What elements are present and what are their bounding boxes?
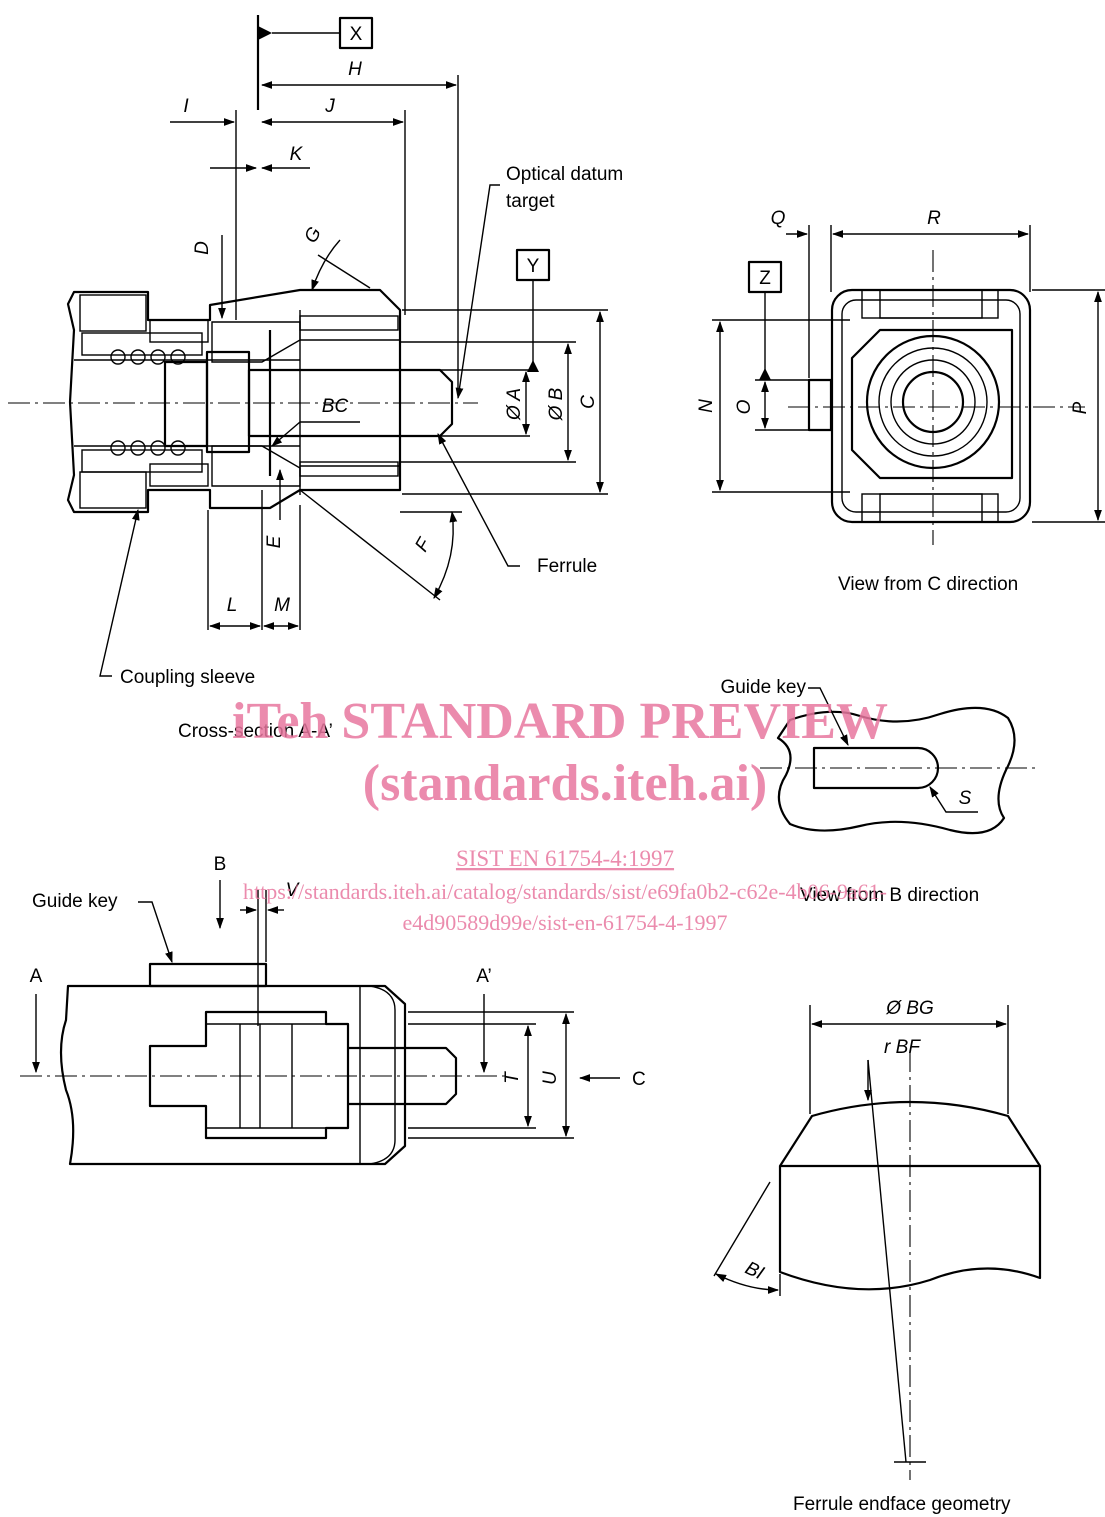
dim-a: Ø A <box>504 388 525 421</box>
dim-g: G <box>300 224 326 247</box>
sleeve-hatch-upper <box>149 319 209 343</box>
side-view-body <box>148 1010 350 1140</box>
inner-hatch-lower <box>81 449 203 473</box>
inner-hatch-upper <box>81 332 203 356</box>
dim-j: J <box>324 96 335 117</box>
spring-coils <box>110 349 186 456</box>
view-b-outline <box>776 706 1016 835</box>
dim-bg: Ø BG <box>885 998 934 1019</box>
dim-e: E <box>264 535 285 548</box>
dim-r: R <box>927 208 941 229</box>
callout-ferrule: Ferrule <box>537 556 597 577</box>
title-view-b: View from B direction <box>800 885 979 906</box>
dim-m: M <box>274 595 290 616</box>
dim-p: P <box>1070 401 1091 414</box>
coupling-sleeve-outline <box>66 288 402 514</box>
dim-bi: BI <box>742 1258 768 1285</box>
dim-o: O <box>734 399 755 414</box>
view-c-ring-outer <box>865 334 1001 470</box>
ferrule-endface-view: Ø BG r BF BI Ferrule endface geometry <box>713 998 1042 1515</box>
front-hatch-lower <box>299 461 399 477</box>
dim-b: Ø B <box>546 387 567 421</box>
datum-z-label: Z <box>759 268 771 289</box>
cross-section-view: X H I J K D G Optical datum target Y <box>8 15 623 742</box>
side-view: A A’ B C Guide key V T U <box>20 854 646 1166</box>
front-hatch-upper <box>299 315 399 331</box>
dim-f: F <box>411 534 436 556</box>
datum-x-label: X <box>350 24 363 45</box>
watermark: iTeh STANDARD PREVIEW (standards.iteh.ai… <box>232 693 888 935</box>
section-mark-a-prime: A’ <box>476 966 491 987</box>
section-mark-a: A <box>30 966 43 987</box>
callout-optical-datum: Optical datum <box>506 164 623 185</box>
section-mark-b: B <box>214 854 227 875</box>
housing-hatch-lower <box>79 471 147 509</box>
dim-n: N <box>696 399 717 413</box>
dim-s: S <box>959 788 972 809</box>
view-from-c: Q R Z N O P View from C direction <box>696 208 1105 595</box>
title-cross-section: Cross-section A-A’ <box>178 721 333 742</box>
datum-frame-x <box>338 16 374 50</box>
dim-v: V <box>286 880 301 901</box>
ferrule-endface-outline <box>778 1100 1042 1291</box>
side-view-outline <box>59 984 407 1166</box>
section-mark-c: C <box>632 1069 646 1090</box>
title-ferrule-endface: Ferrule endface geometry <box>793 1494 1011 1515</box>
datum-y-label: Y <box>527 256 540 277</box>
ferrule-flange <box>205 350 251 454</box>
watermark-url-line2[interactable]: e4d90589d99e/sist-en-61754-4-1997 <box>402 910 727 935</box>
dim-i: I <box>183 96 189 117</box>
housing-hatch-upper <box>79 294 147 332</box>
dim-l: L <box>227 595 238 616</box>
dim-u: U <box>540 1071 561 1085</box>
title-view-c: View from C direction <box>838 574 1018 595</box>
watermark-subtitle: (standards.iteh.ai) <box>363 755 767 812</box>
view-from-b: Guide key S View from B direction <box>720 677 1038 906</box>
watermark-doc-id[interactable]: SIST EN 61754-4:1997 <box>456 846 674 871</box>
view-b-guide-slot <box>812 746 940 790</box>
dim-h: H <box>348 59 362 80</box>
dim-k: K <box>290 144 304 165</box>
callout-guide-key-view-b: Guide key <box>720 677 806 698</box>
watermark-title: iTeh STANDARD PREVIEW <box>232 693 888 750</box>
dim-t: T <box>502 1071 523 1084</box>
view-c-guide-key <box>807 378 833 432</box>
dim-d: D <box>192 241 213 255</box>
view-c-outer-housing <box>830 288 1032 524</box>
view-c-inner-square <box>850 328 1014 480</box>
callout-optical-datum-target: target <box>506 191 555 212</box>
callout-coupling-sleeve: Coupling sleeve <box>120 667 255 688</box>
callout-guide-key-side: Guide key <box>32 891 118 912</box>
watermark-url-line1[interactable]: https://standards.iteh.ai/catalog/standa… <box>243 879 887 904</box>
body-hatch-upper <box>211 321 301 363</box>
dim-q: Q <box>771 208 786 229</box>
dim-c: C <box>578 395 599 409</box>
ferrule-holder <box>163 360 209 448</box>
sleeve-hatch-lower <box>149 463 209 487</box>
side-view-guide-key <box>148 962 268 988</box>
dim-bf: r BF <box>884 1037 921 1058</box>
dim-bc: BC <box>322 396 349 417</box>
view-c-ferrule-face <box>901 370 965 434</box>
